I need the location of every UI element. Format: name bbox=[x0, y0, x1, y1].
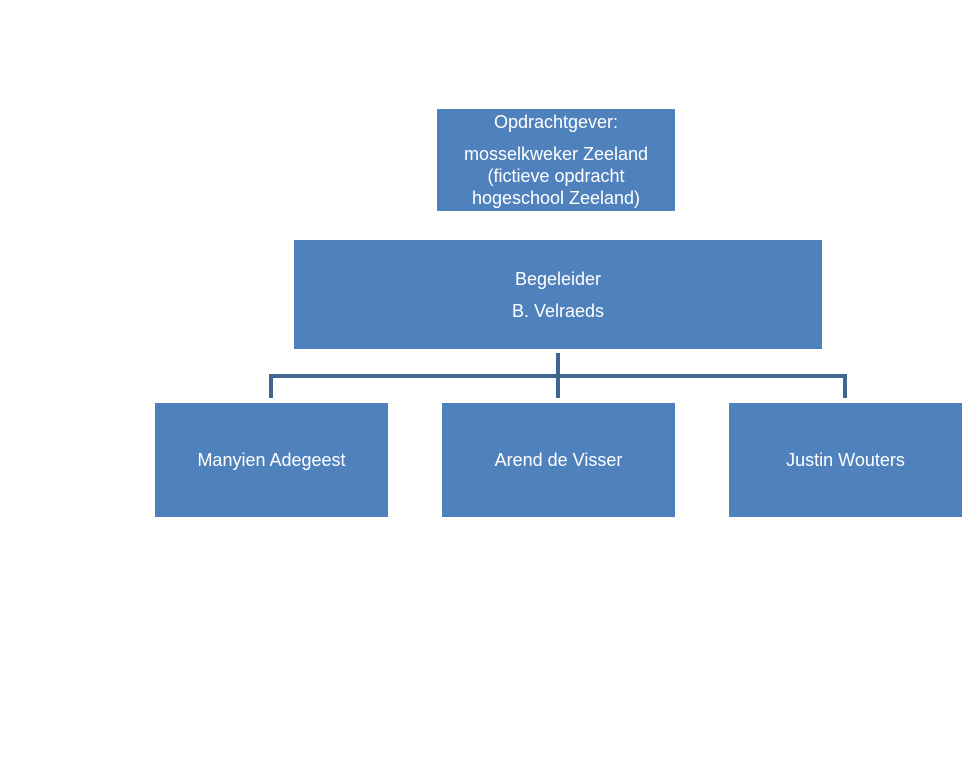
member-name: Justin Wouters bbox=[786, 450, 905, 470]
member-name: Manyien Adegeest bbox=[197, 450, 346, 470]
member-box-arend-de-visser: Arend de Visser bbox=[442, 403, 675, 517]
client-line-1: mosselkweker Zeeland bbox=[463, 144, 649, 164]
client-line-2: (fictieve opdracht bbox=[487, 166, 625, 186]
member-box-manyien-adegeest: Manyien Adegeest bbox=[155, 403, 388, 517]
member-box-justin-wouters: Justin Wouters bbox=[729, 403, 962, 517]
client-label: Opdrachtgever: bbox=[493, 112, 619, 132]
member-name: Arend de Visser bbox=[494, 450, 623, 470]
client-box: Opdrachtgever: mosselkweker Zeeland (fic… bbox=[437, 109, 675, 211]
supervisor-box: Begeleider B. Velraeds bbox=[294, 240, 822, 349]
client-line-3: hogeschool Zeeland) bbox=[471, 188, 641, 208]
supervisor-name: B. Velraeds bbox=[511, 300, 605, 321]
supervisor-label: Begeleider bbox=[514, 268, 602, 289]
